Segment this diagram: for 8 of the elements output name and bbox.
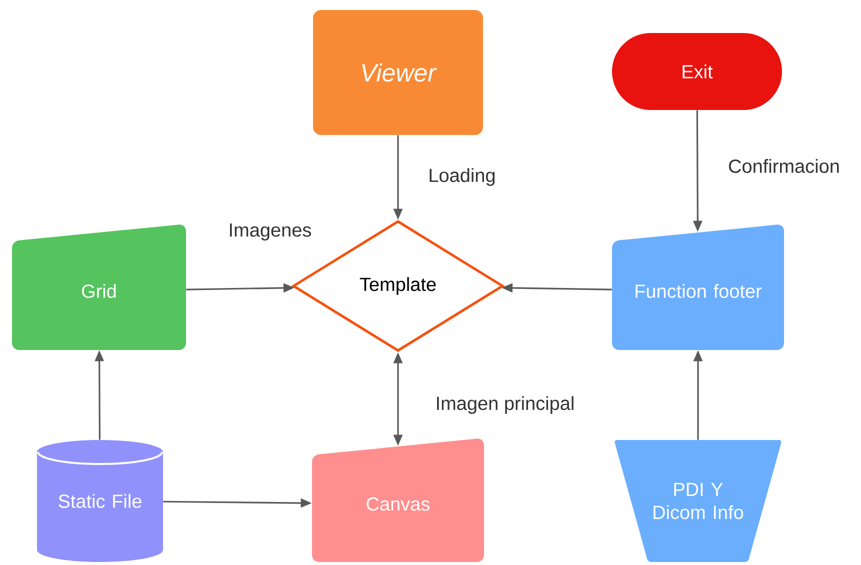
input-box: Function footer xyxy=(612,224,784,350)
edge-label: Loading xyxy=(426,166,498,188)
process-box: Viewer xyxy=(313,10,483,135)
input-box: Grid xyxy=(12,224,186,350)
input-box: Canvas xyxy=(312,438,484,562)
database-cylinder: Static File xyxy=(37,440,163,562)
edge-label: Confirmacion xyxy=(726,157,842,175)
edge-label: Imagen principal xyxy=(433,394,577,416)
